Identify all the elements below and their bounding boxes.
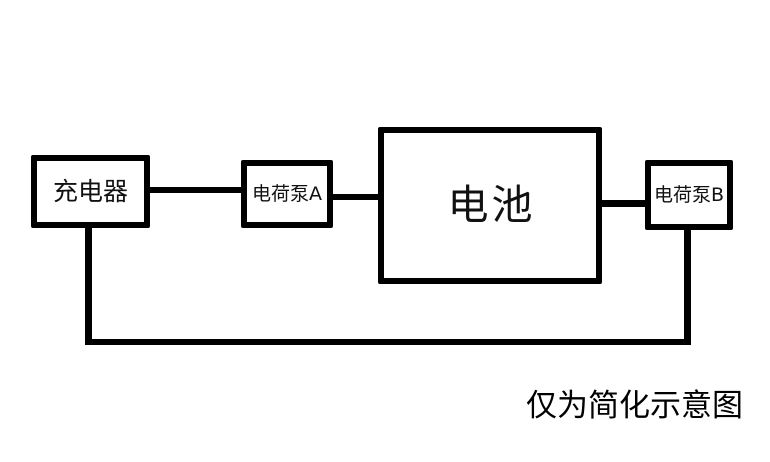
diagram-caption: 仅为简化示意图 [526, 388, 743, 424]
battery-node: 电池 [378, 127, 602, 284]
charge-pump-b-node: 电荷泵B [645, 160, 733, 230]
wire-charger-down-segment [85, 225, 92, 345]
charge-pump-b-label: 电荷泵B [653, 183, 725, 206]
charge-pump-a-label: 电荷泵A [252, 182, 322, 205]
wire-battery-to-pump-b [599, 200, 648, 207]
battery-label: 电池 [447, 181, 536, 229]
wire-pump-b-down-segment [684, 227, 691, 345]
wire-pump-a-to-battery [330, 194, 381, 200]
charge-pump-a-node: 电荷泵A [241, 160, 333, 228]
charger-node: 充电器 [31, 155, 150, 228]
charger-label: 充电器 [52, 177, 128, 206]
wire-bottom-return-segment [85, 339, 691, 345]
wire-charger-to-pump-a [148, 187, 244, 193]
